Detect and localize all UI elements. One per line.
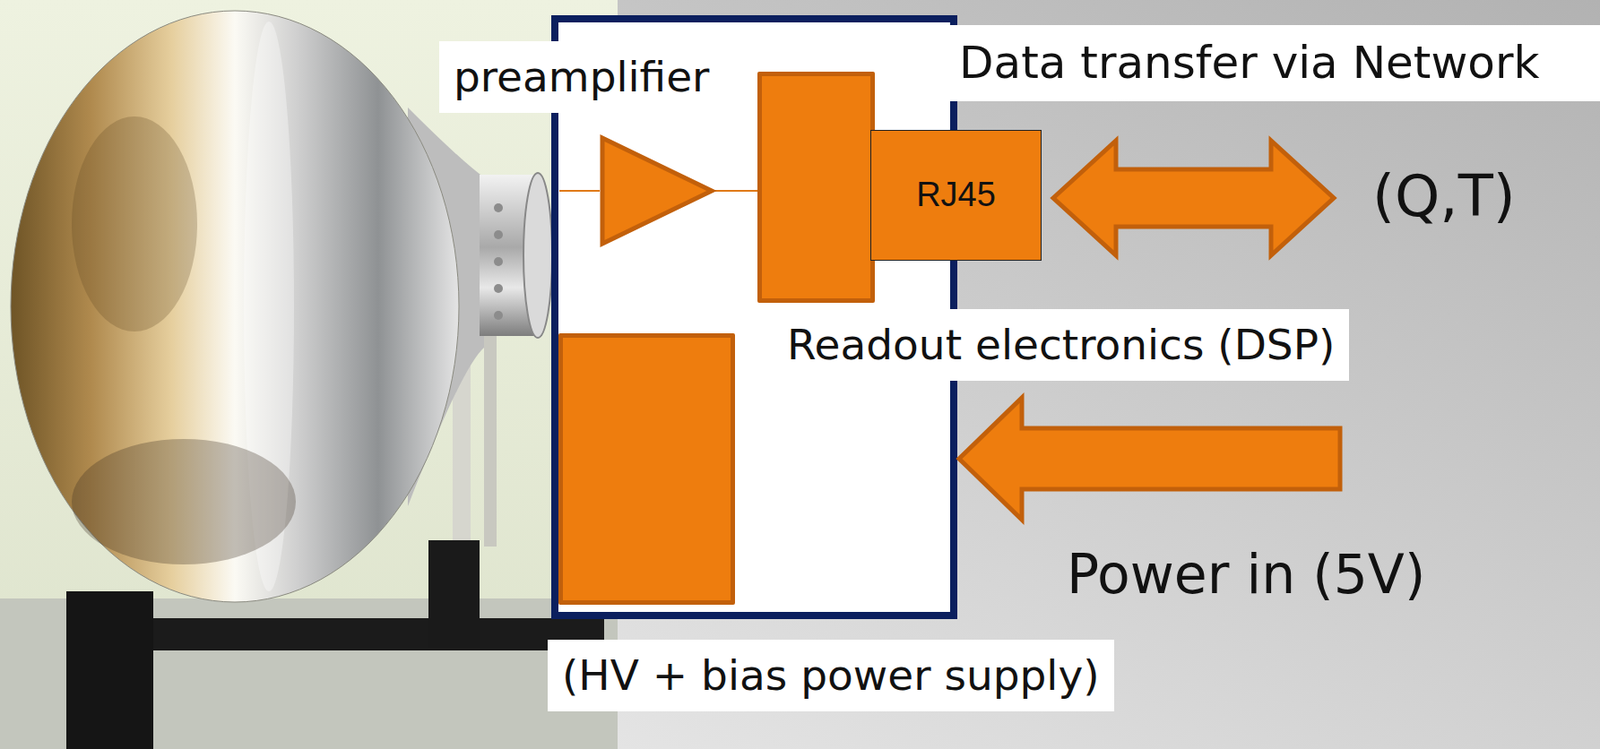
- stand-base: [102, 618, 605, 651]
- preamplifier-label: preamplifier: [439, 41, 724, 113]
- dsp-label: Readout electronics (DSP): [772, 309, 1350, 381]
- power-arrow: [959, 397, 1341, 520]
- network-caption-slot: Data transfer via Network: [949, 25, 1600, 102]
- stand-upright: [428, 540, 480, 649]
- power-input-label: Power in (5V): [1066, 542, 1426, 607]
- rj45-connector: RJ45: [870, 129, 1042, 261]
- output-quantities-slot: (Q,T): [1372, 162, 1516, 232]
- network-caption: Data transfer via Network: [959, 25, 1540, 102]
- screw: [493, 311, 503, 320]
- bulb-reflection: [71, 116, 198, 332]
- dsp-board: Readout electronics (DSP): [757, 71, 875, 303]
- signal-wire: [714, 190, 758, 192]
- pmt-bulb: [10, 10, 459, 603]
- stand-foot: [66, 591, 154, 749]
- rj45-label: RJ45: [916, 174, 996, 217]
- stand-leg: [484, 331, 497, 547]
- screw: [493, 203, 503, 213]
- preamplifier-triangle: preamplifier: [599, 135, 715, 247]
- input-wire: [559, 190, 600, 192]
- screw: [493, 284, 503, 294]
- hv-supply-label: (HV + bias power supply): [547, 640, 1115, 712]
- triangle-outline: [599, 135, 715, 247]
- data-arrow: [1053, 140, 1334, 256]
- output-quantities: (Q,T): [1372, 162, 1516, 232]
- bulb-reflection: [71, 439, 296, 565]
- base-ring: [523, 172, 553, 338]
- screw: [493, 230, 503, 240]
- amplifier-symbol: [602, 138, 712, 244]
- hv-supply-board: (HV + bias power supply): [558, 333, 736, 606]
- power-input-label-slot: Power in (5V): [1066, 542, 1426, 607]
- screw: [493, 257, 503, 267]
